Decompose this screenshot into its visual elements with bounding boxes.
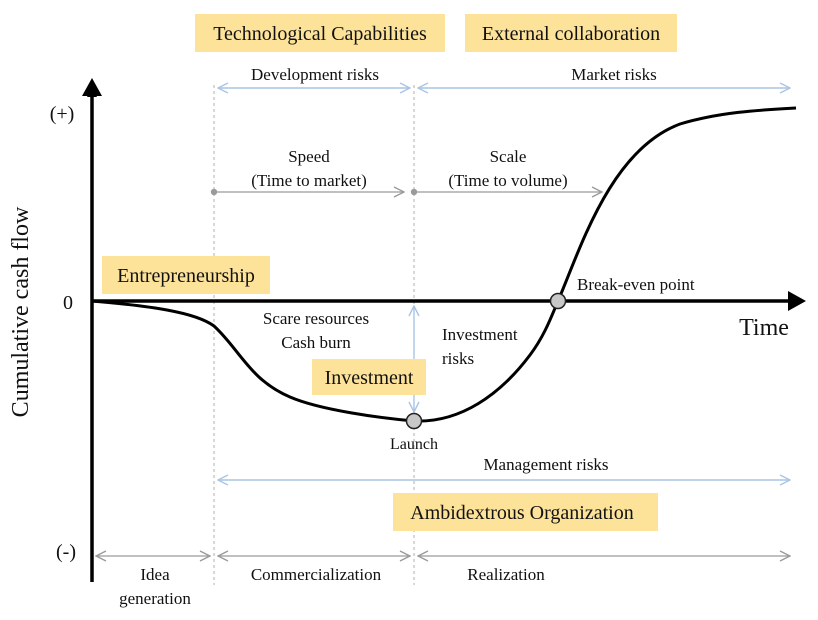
commercialization-label: Commercialization	[251, 565, 382, 584]
scarce-resources-label: Scare resources	[263, 309, 369, 328]
realization-label: Realization	[467, 565, 545, 584]
scale-sublabel: (Time to volume)	[448, 171, 567, 190]
y-zero-label: 0	[63, 292, 73, 314]
speed-sublabel: (Time to market)	[251, 171, 367, 190]
y-plus-label: (+)	[50, 103, 75, 125]
break-even-label: Break-even point	[577, 275, 695, 294]
ambidextrous-box	[393, 493, 658, 531]
investment-risks-label: Investment	[442, 325, 518, 344]
idea-phase-label: Idea	[140, 565, 170, 584]
ambidextrous-label: Ambidextrous Organization	[410, 502, 633, 524]
investment-risks-label-2: risks	[442, 349, 474, 368]
launch-marker	[405, 412, 423, 430]
x-axis-arrowhead	[788, 291, 806, 311]
launch-label: Launch	[390, 436, 438, 453]
y-minus-label: (-)	[56, 541, 76, 563]
management-risks-label: Management risks	[483, 455, 608, 474]
cash-flow-curve	[91, 106, 797, 423]
idea-phase-label-2: generation	[119, 589, 191, 608]
scale-label: Scale	[490, 147, 527, 166]
y-axis-title: Cumulative cash flow	[8, 206, 34, 417]
x-axis-title: Time	[739, 315, 789, 341]
development-risks-label: Development risks	[251, 65, 379, 84]
market-risks-label: Market risks	[571, 65, 656, 84]
investment-box	[312, 359, 426, 395]
investment-label: Investment	[325, 367, 414, 389]
entrepreneurship-label: Entrepreneurship	[117, 265, 255, 287]
y-axis-arrowhead	[82, 78, 102, 96]
tech-capabilities-label: Technological Capabilities	[213, 23, 427, 45]
external-collaboration-label: External collaboration	[482, 23, 660, 45]
break-even-marker	[549, 292, 567, 310]
entrepreneurship-box	[102, 256, 270, 294]
cash-burn-label: Cash burn	[281, 333, 351, 352]
external-collaboration-box	[465, 14, 677, 52]
tech-capabilities-box	[195, 14, 445, 52]
speed-label: Speed	[288, 147, 330, 166]
